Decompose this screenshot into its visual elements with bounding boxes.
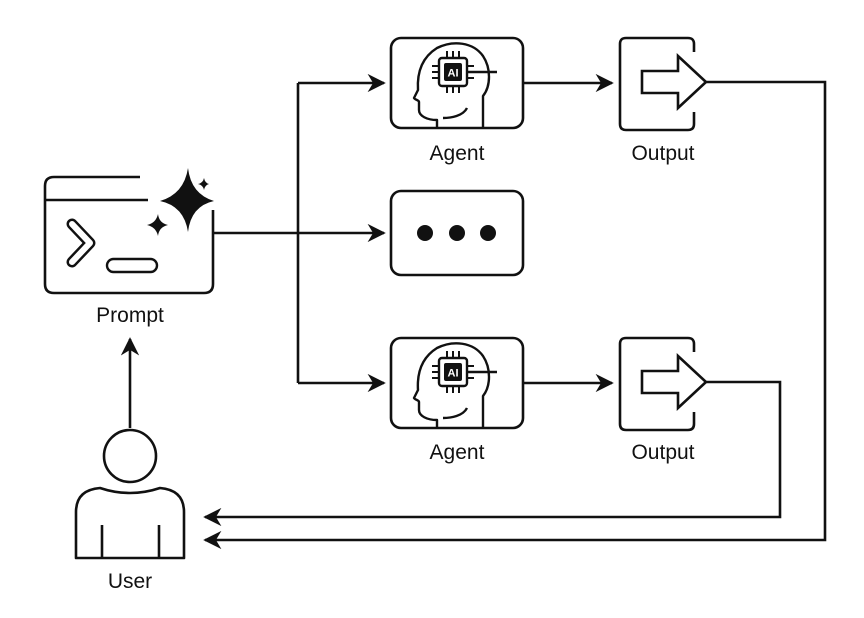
prompt-node[interactable]: Prompt <box>43 168 215 327</box>
user-icon <box>74 428 186 560</box>
edge-output-top-to-user <box>203 80 827 550</box>
terminal-sparkle-icon <box>43 168 215 295</box>
output-label: Output <box>631 142 694 165</box>
agent-node-bottom[interactable]: Agent <box>389 336 525 464</box>
output-arrow-icon <box>618 336 708 432</box>
output-arrow-icon <box>618 36 708 132</box>
user-label: User <box>108 570 152 593</box>
output-node-top[interactable]: Output <box>618 36 708 165</box>
output-node-bottom[interactable]: Output <box>618 336 708 464</box>
ellipsis-node[interactable] <box>389 189 525 277</box>
ellipsis-icon <box>417 225 496 241</box>
agent-label: Agent <box>430 441 485 464</box>
prompt-label: Prompt <box>96 304 164 327</box>
agent-label: Agent <box>430 142 485 165</box>
edge-output-bottom-to-user <box>203 380 782 527</box>
agent-node-top[interactable]: Agent <box>389 36 525 165</box>
output-label: Output <box>631 441 694 464</box>
user-node[interactable]: User <box>74 428 186 593</box>
